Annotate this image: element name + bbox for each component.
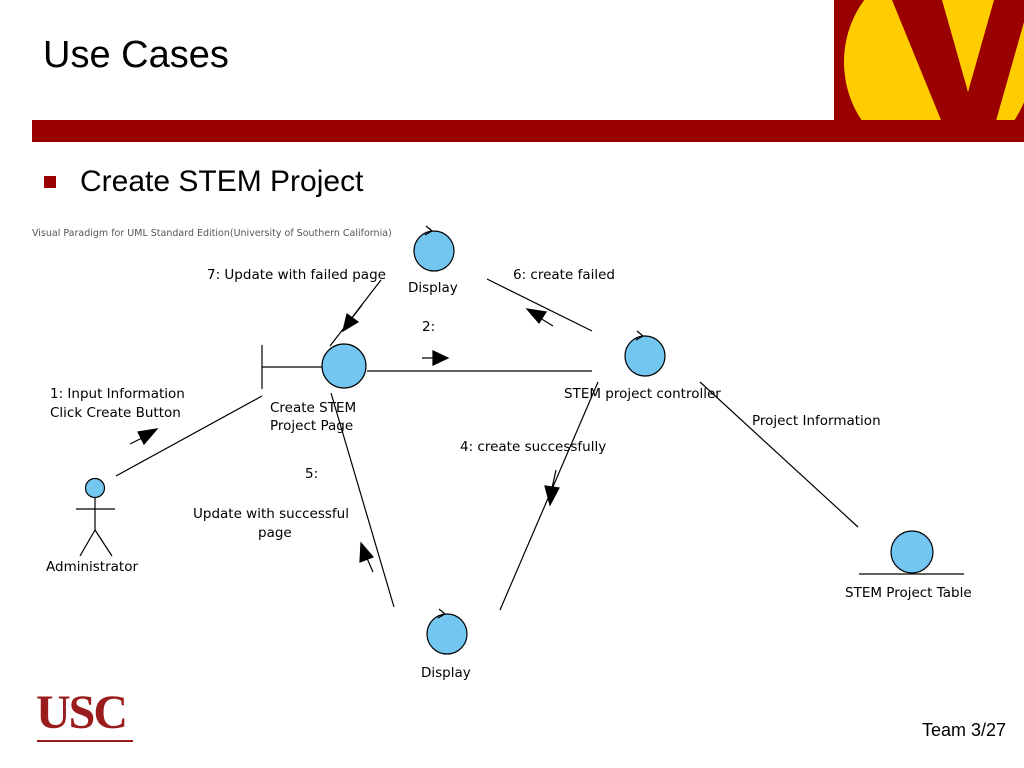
display-bottom-label: Display (421, 665, 471, 681)
message-7: 7: Update with failed page (207, 267, 386, 283)
message-4: 4: create successfully (460, 439, 606, 455)
project-information-label: Project Information (752, 413, 881, 429)
message-1-line1: 1: Input Information (50, 386, 185, 402)
link-controller-entity (699, 381, 859, 528)
display-top-label: Display (408, 280, 458, 296)
message-6: 6: create failed (513, 267, 615, 283)
bullet-text: Create STEM Project (80, 165, 364, 198)
display-bottom-arrowhead (437, 608, 446, 619)
arrow-message-4 (544, 469, 560, 507)
link-boundary-display-bottom (330, 392, 395, 608)
bullet-item: Create STEM Project (44, 162, 363, 202)
message-2: 2: (422, 319, 435, 335)
message-5-number: 5: (305, 466, 318, 482)
bullet-square-icon (44, 176, 56, 188)
boundary-label-line2: Project Page (270, 418, 353, 434)
slide-page-number: Team 3/27 (921, 720, 1006, 740)
collaboration-diagram: Visual Paradigm for UML Standard Edition… (32, 225, 972, 681)
actor-label: Administrator (46, 559, 138, 575)
administrator-actor[interactable] (76, 477, 115, 557)
display-top-circle (413, 230, 455, 272)
entity-circle (890, 530, 934, 574)
display-top-arrowhead (424, 225, 433, 236)
connections (115, 278, 859, 611)
actor-head (84, 477, 106, 499)
entity-label: STEM Project Table (845, 585, 972, 601)
arrow-message-6 (525, 308, 554, 327)
arrow-message-2 (422, 350, 450, 366)
display-bottom-control[interactable] (426, 608, 468, 655)
controller-circle (624, 335, 666, 377)
arrow-message-1 (129, 428, 159, 446)
stem-project-table-entity[interactable] (859, 530, 964, 575)
arrow-message-7 (342, 304, 363, 333)
actor-left-leg (79, 529, 96, 557)
diagram-watermark: Visual Paradigm for UML Standard Edition… (32, 228, 392, 239)
controller-label: STEM project controller (564, 386, 721, 402)
boundary-circle (321, 343, 367, 389)
usc-logo: USC (36, 686, 128, 739)
arrow-message-5 (359, 541, 375, 573)
logo-v (834, 0, 1024, 142)
link-actor-boundary (115, 395, 263, 477)
message-5-line1: Update with successful (193, 506, 349, 522)
slide-title: Use Cases (43, 34, 229, 76)
message-arrows (129, 304, 560, 573)
actor-right-leg (94, 529, 113, 557)
stem-project-controller[interactable] (624, 330, 666, 377)
title-bar (32, 120, 1024, 142)
logo-v-shape (892, 0, 1024, 142)
message-5-line2: page (258, 525, 292, 541)
usc-logo-underline (37, 740, 133, 742)
display-bottom-circle (426, 613, 468, 655)
link-controller-display-top (486, 278, 593, 332)
controller-arrowhead (635, 330, 644, 341)
display-top-control[interactable] (413, 225, 455, 272)
message-1-line2: Click Create Button (50, 405, 181, 421)
boundary-create-stem-page[interactable] (261, 343, 367, 389)
boundary-label-line1: Create STEM (270, 400, 356, 416)
